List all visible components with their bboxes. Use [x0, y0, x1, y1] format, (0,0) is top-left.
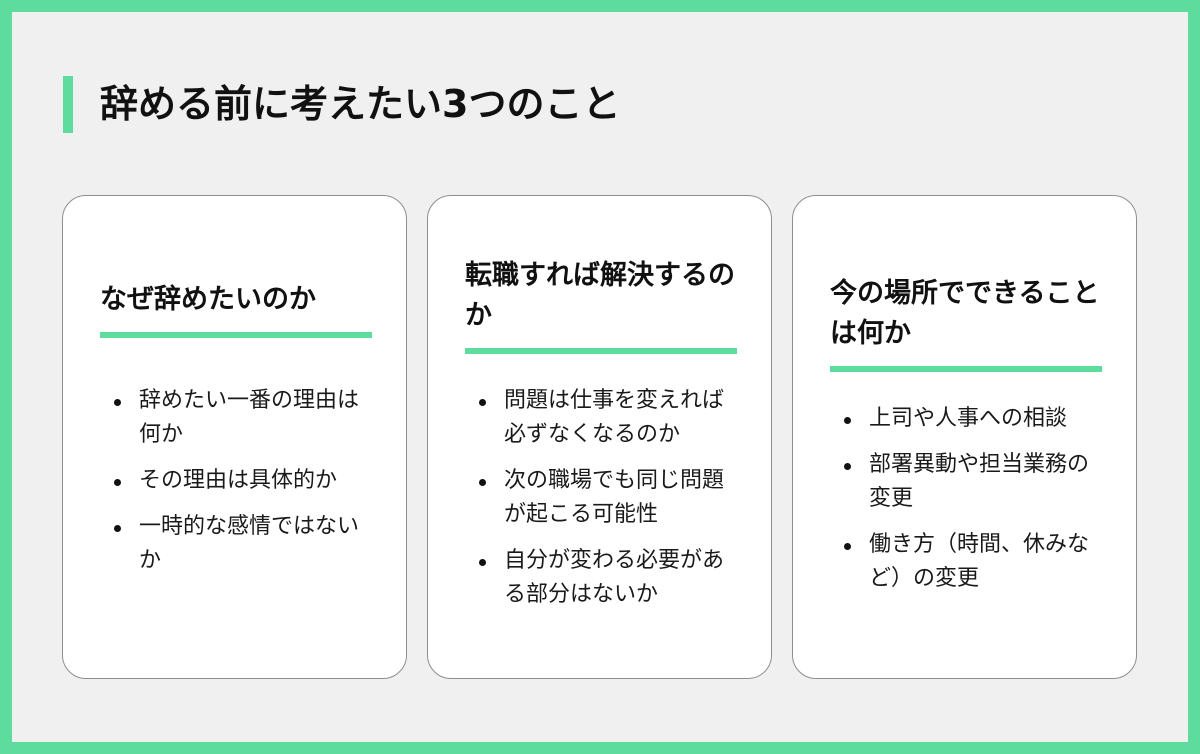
list-item: 問題は仕事を変えれば必ずなくなるのか	[479, 384, 727, 452]
list-item: 働き方（時間、休みなど）の変更	[844, 528, 1092, 596]
list-item: 一時的な感情ではないか	[114, 510, 362, 578]
card-title-underline	[100, 332, 372, 338]
card-will-job-change-solve: 転職すれば解決するのか 問題は仕事を変えれば必ずなくなるのか 次の職場でも同じ問…	[427, 195, 772, 679]
card-header: なぜ辞めたいのか	[100, 280, 372, 338]
card-why-quit: なぜ辞めたいのか 辞めたい一番の理由は何か その理由は具体的か 一時的な感情では…	[62, 195, 407, 679]
card-title: 転職すれば解決するのか	[465, 260, 735, 331]
card-header: 転職すれば解決するのか	[465, 256, 737, 354]
card-list: 上司や人事への相談 部署異動や担当業務の変更 働き方（時間、休みなど）の変更	[844, 402, 1092, 608]
list-item: 部署異動や担当業務の変更	[844, 448, 1092, 516]
list-item: 自分が変わる必要がある部分はないか	[479, 544, 727, 612]
slide-canvas: 辞める前に考えたい3つのこと なぜ辞めたいのか 辞めたい一番の理由は何か その理…	[12, 12, 1188, 742]
list-item: 上司や人事への相談	[844, 402, 1092, 436]
list-item: 次の職場でも同じ問題が起こる可能性	[479, 464, 727, 532]
page-title: 辞める前に考えたい3つのこと	[100, 82, 621, 126]
card-title: 今の場所でできることは何か	[830, 278, 1100, 349]
title-accent-bar	[63, 76, 73, 133]
card-list: 辞めたい一番の理由は何か その理由は具体的か 一時的な感情ではないか	[114, 384, 362, 590]
card-title: なぜ辞めたいのか	[100, 284, 316, 315]
card-title-underline	[465, 348, 737, 354]
list-item: その理由は具体的か	[114, 464, 362, 498]
card-what-can-do-now: 今の場所でできることは何か 上司や人事への相談 部署異動や担当業務の変更 働き方…	[792, 195, 1137, 679]
card-list: 問題は仕事を変えれば必ずなくなるのか 次の職場でも同じ問題が起こる可能性 自分が…	[479, 384, 727, 624]
card-header: 今の場所でできることは何か	[830, 274, 1102, 372]
list-item: 辞めたい一番の理由は何か	[114, 384, 362, 452]
card-title-underline	[830, 366, 1102, 372]
